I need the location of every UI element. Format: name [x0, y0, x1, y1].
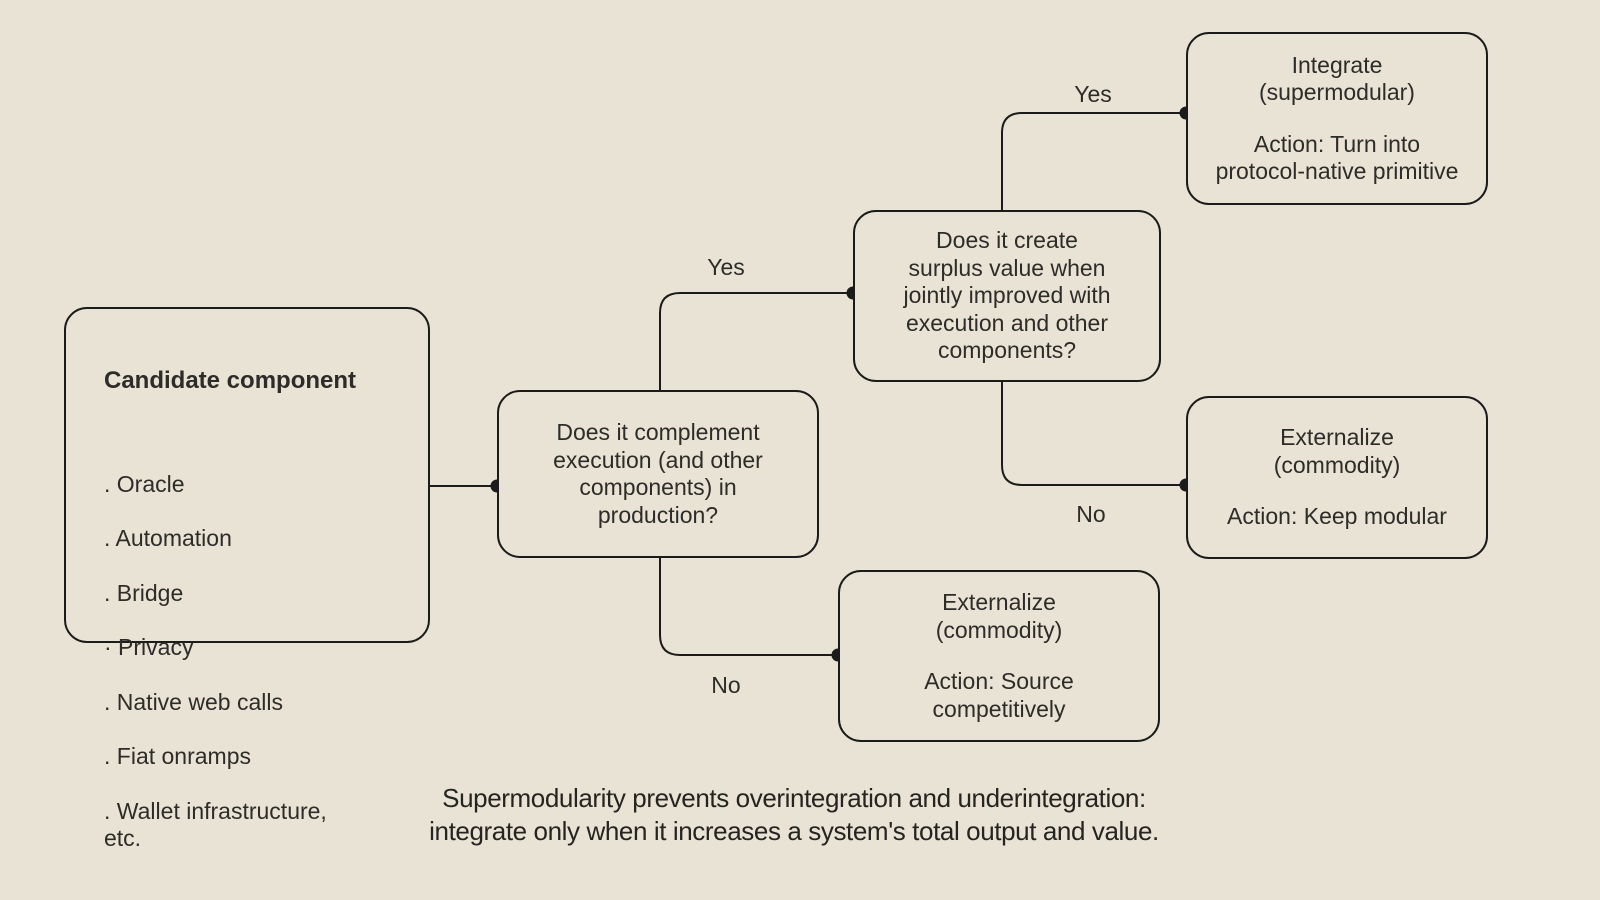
externalize-source-title: Externalize (commodity)	[935, 589, 1063, 643]
candidate-item-automation: . Automation	[104, 525, 232, 551]
candidate-item-privacy: · Privacy	[104, 634, 194, 660]
edge-complement-yes	[659, 292, 853, 390]
candidate-list: . Oracle . Automation . Bridge · Privacy…	[104, 443, 398, 879]
candidate-item-oracle: . Oracle	[104, 470, 185, 497]
edge-surplus-yes	[1001, 112, 1186, 210]
node-externalize-source-competitively: Externalize (commodity) Action: Source c…	[838, 570, 1160, 742]
edge-surplus-no	[1001, 382, 1186, 486]
node-integrate-supermodular: Integrate (supermodular) Action: Turn in…	[1186, 32, 1488, 205]
edge-label-no-complement: No	[711, 672, 741, 698]
candidate-item-wallet-infrastructure: . Wallet infrastructure, etc.	[104, 797, 327, 851]
node-candidate-component: Candidate component . Oracle . Automatio…	[64, 307, 430, 851]
externalize-modular-action: Action: Keep modular	[1227, 503, 1447, 530]
edge-label-yes-complement: Yes	[707, 254, 745, 280]
question-surplus-text: Does it create surplus value when jointl…	[903, 227, 1111, 364]
integrate-action: Action: Turn into protocol-native primit…	[1215, 130, 1459, 185]
question-complement-text: Does it complement execution (and other …	[553, 419, 763, 528]
candidate-item-bridge: . Bridge	[104, 579, 184, 606]
externalize-modular-title: Externalize (commodity)	[1273, 424, 1401, 478]
candidate-item-fiat-onramps: . Fiat onramps	[104, 743, 251, 769]
edge-complement-no	[659, 558, 838, 656]
edge-label-yes-surplus: Yes	[1074, 81, 1112, 107]
diagram-caption: Supermodularity prevents overintegration…	[429, 783, 1159, 846]
integrate-title: Integrate (supermodular)	[1259, 51, 1415, 106]
node-externalize-keep-modular: Externalize (commodity) Action: Keep mod…	[1186, 396, 1488, 559]
candidate-item-native-web-calls: . Native web calls	[104, 688, 283, 715]
externalize-source-action: Action: Source competitively	[924, 668, 1074, 722]
candidate-title: Candidate component	[104, 366, 357, 394]
node-question-complement: Does it complement execution (and other …	[497, 390, 819, 558]
node-question-surplus: Does it create surplus value when jointl…	[853, 210, 1161, 382]
edge-label-no-surplus: No	[1076, 501, 1106, 527]
